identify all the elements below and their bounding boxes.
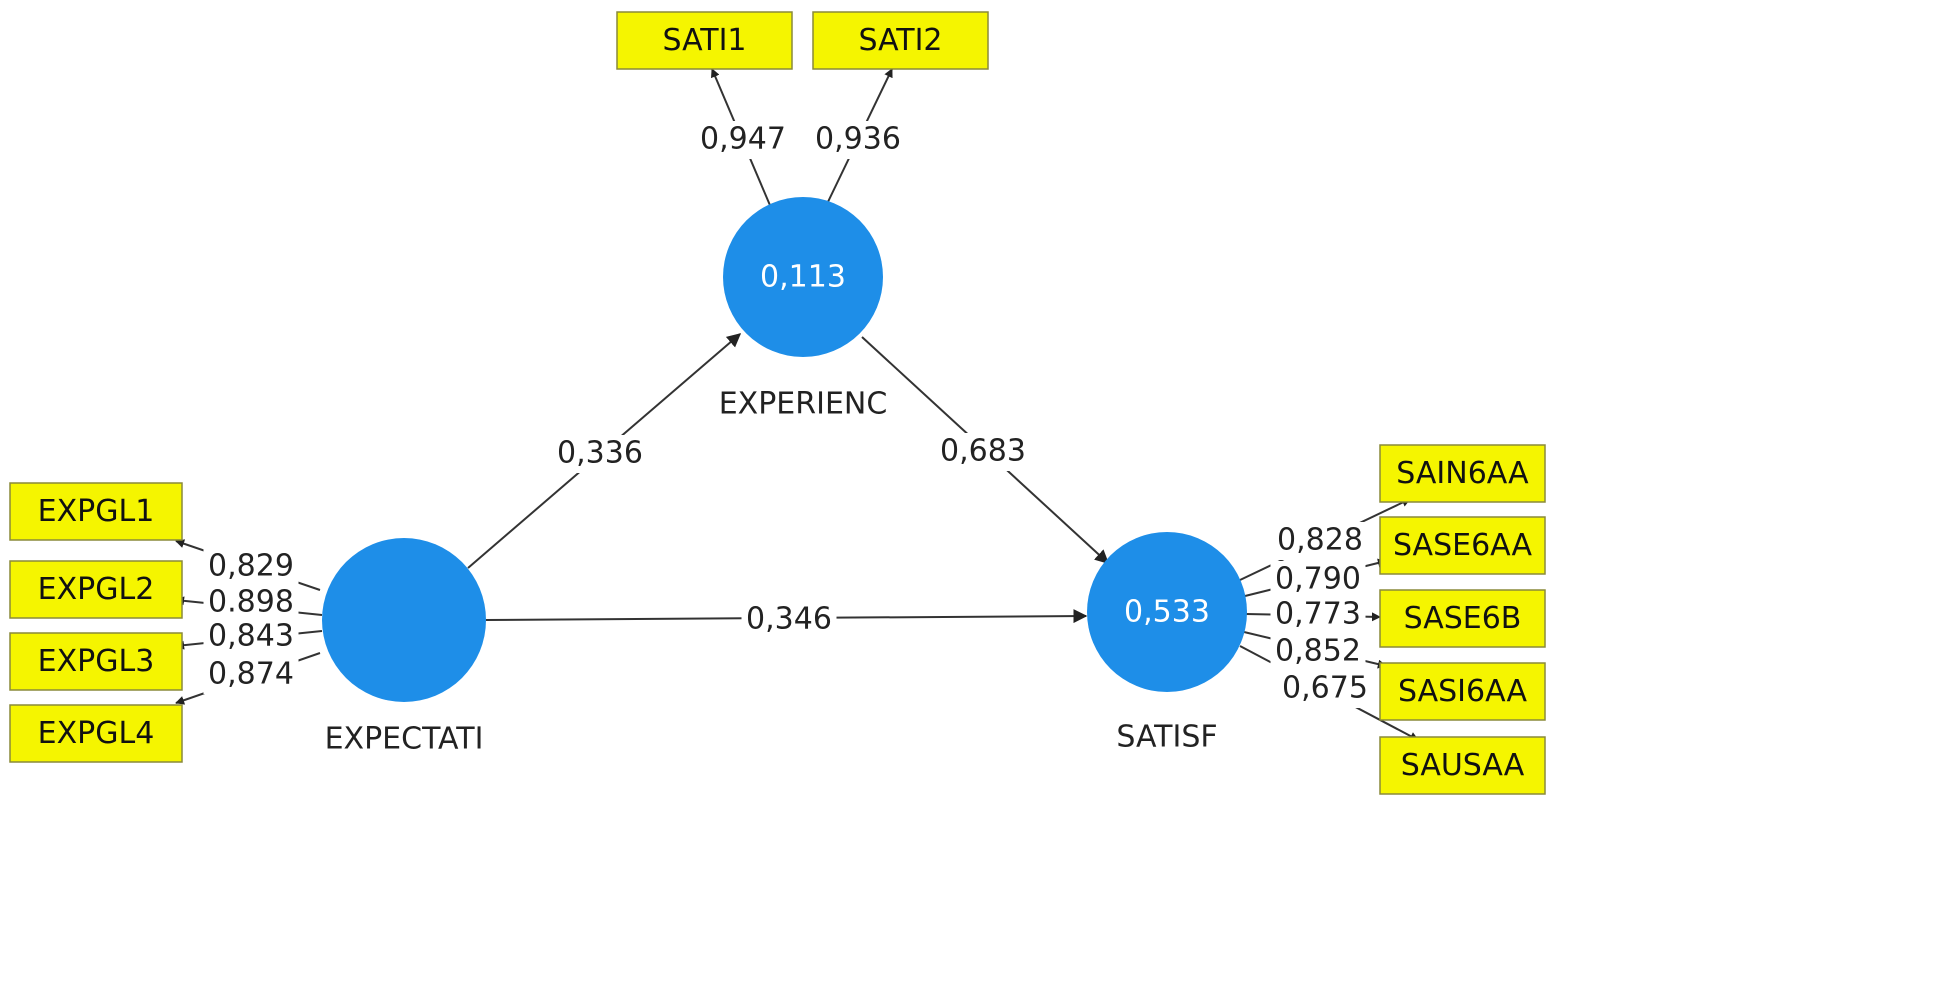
indicator-box	[9, 632, 183, 691]
indicator-label: SATI2	[858, 23, 942, 58]
indicator-sase6b: SASE6B	[1379, 589, 1546, 648]
loading-value-sausaa: 0,675	[1282, 671, 1368, 706]
indicator-label: SAUSAA	[1401, 748, 1525, 783]
indicator-box	[9, 482, 183, 541]
indicator-sase6aa: SASE6AA	[1379, 516, 1546, 575]
indicator-expgl1: EXPGL1	[9, 482, 183, 541]
indicator-expgl3: EXPGL3	[9, 632, 183, 691]
latent-circle	[1087, 532, 1247, 692]
indicator-sasi6aa: SASI6AA	[1379, 662, 1546, 721]
indicator-label: SAIN6AA	[1396, 456, 1529, 491]
indicator-label: EXPGL1	[38, 494, 155, 529]
loading-value-expgl3: 0,843	[208, 619, 294, 654]
loading-value-sain6aa: 0,828	[1277, 523, 1363, 558]
loading-value-sati2: 0,936	[815, 122, 901, 157]
indicator-box	[1379, 662, 1546, 721]
loading-value-sati1: 0,947	[700, 122, 786, 157]
path-coefficient-experienc-satisf: 0,683	[940, 434, 1026, 469]
path-coefficient-expectati-experienc-bg	[552, 435, 648, 473]
loading-value-expgl2: 0.898	[208, 585, 294, 620]
loading-value-sati2-bg	[810, 121, 906, 159]
loading-value-sasi6aa: 0,852	[1275, 634, 1361, 669]
path-coefficient-experienc-satisf-bg	[935, 433, 1031, 471]
loading-value-expgl1-bg	[203, 548, 299, 586]
path-coefficient-expectati-experienc: 0,336	[557, 436, 643, 471]
loading-value-sasi6aa-bg	[1270, 633, 1366, 671]
indicator-sausaa: SAUSAA	[1379, 736, 1546, 795]
indicator-label: SATI1	[662, 23, 746, 58]
loading-value-sati1-bg	[695, 121, 791, 159]
loading-value-sase6aa: 0,790	[1275, 562, 1361, 597]
latent-r2-value: 0,533	[1124, 595, 1210, 630]
loading-value-sase6b-bg	[1270, 596, 1366, 634]
latent-circle	[322, 538, 486, 702]
latent-expectati: EXPECTATI	[322, 538, 486, 757]
indicator-label: EXPGL2	[38, 572, 155, 607]
indicator-box	[9, 560, 183, 619]
indicator-label: SASE6B	[1404, 601, 1522, 636]
loading-value-expgl3-bg	[203, 618, 299, 656]
indicator-box	[1379, 736, 1546, 795]
indicator-box	[1379, 589, 1546, 648]
loading-value-sase6aa-bg	[1270, 561, 1366, 599]
indicator-box	[1379, 516, 1546, 575]
indicator-label: SASE6AA	[1393, 528, 1533, 563]
indicator-sain6aa: SAIN6AA	[1379, 444, 1546, 503]
indicator-label: EXPGL4	[38, 716, 155, 751]
indicator-label: EXPGL3	[38, 644, 155, 679]
loading-value-expgl4: 0,874	[208, 657, 294, 692]
indicator-box	[1379, 444, 1546, 503]
loading-value-sain6aa-bg	[1272, 522, 1368, 560]
loading-value-expgl2-bg	[203, 584, 299, 622]
indicator-expgl2: EXPGL2	[9, 560, 183, 619]
indicator-box	[9, 704, 183, 763]
loading-value-sase6b: 0,773	[1275, 597, 1361, 632]
latent-name: EXPECTATI	[325, 722, 484, 757]
indicator-box	[812, 11, 989, 70]
indicator-box	[616, 11, 793, 70]
path-coefficient-expectati-satisf: 0,346	[746, 602, 832, 637]
latent-name: EXPERIENC	[719, 387, 888, 422]
indicator-label: SASI6AA	[1398, 674, 1527, 709]
path-coefficient-expectati-satisf-bg	[741, 601, 837, 639]
latent-name: SATISF	[1116, 720, 1217, 755]
indicator-sati1: SATI1	[616, 11, 793, 70]
indicator-expgl4: EXPGL4	[9, 704, 183, 763]
indicator-sati2: SATI2	[812, 11, 989, 70]
loading-value-expgl1: 0,829	[208, 549, 294, 584]
loading-value-expgl4-bg	[203, 656, 299, 694]
loading-value-sausaa-bg	[1277, 670, 1373, 708]
latent-circle	[723, 197, 883, 357]
latent-r2-value: 0,113	[760, 260, 846, 295]
